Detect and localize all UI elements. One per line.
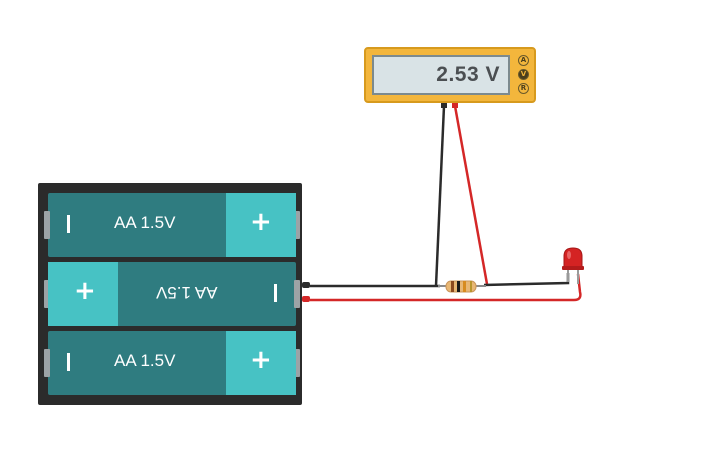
multimeter-v-port[interactable] <box>452 100 458 108</box>
cell-2-end-nub <box>44 280 50 308</box>
battery-cell-1[interactable]: AA 1.5V + <box>44 193 300 257</box>
cell-2-positive-mark: + <box>74 276 96 306</box>
multimeter-com-port[interactable] <box>441 100 447 108</box>
resistor-icon[interactable] <box>438 280 486 293</box>
mode-voltmeter-button[interactable]: V <box>518 69 529 80</box>
battery-cell-2[interactable]: + AA 1.5V <box>44 262 300 326</box>
cell-1-end-nub-right <box>294 211 300 239</box>
cell-1-label: AA 1.5V <box>114 213 176 232</box>
mode-label-v: V <box>520 70 527 78</box>
cell-1-negative-mark <box>67 215 70 233</box>
black-wire-resistor-led[interactable] <box>483 273 570 287</box>
cell-2-label-wrap: AA 1.5V <box>156 282 217 302</box>
red-wire-battery-led[interactable] <box>310 273 582 302</box>
battery-cell-3[interactable]: AA 1.5V + <box>44 331 300 395</box>
cell-3-label: AA 1.5V <box>114 351 176 370</box>
cell-2-positive-cap: + <box>48 262 118 326</box>
cell-3-positive-mark: + <box>250 345 272 375</box>
multimeter[interactable]: 2.53 V A V R <box>364 47 536 103</box>
battery-pack[interactable]: AA 1.5V + + AA 1.5V AA 1.5V + <box>38 183 302 405</box>
cell-2-end-nub-right <box>294 280 300 308</box>
cell-2-negative-mark <box>274 284 277 302</box>
cell-3-end-nub <box>44 349 50 377</box>
multimeter-display: 2.53 V <box>372 55 510 95</box>
cell-2-label: AA 1.5V <box>156 283 218 302</box>
mode-ohmmeter-button[interactable]: R <box>518 83 529 94</box>
multimeter-reading: 2.53 V <box>436 63 500 86</box>
black-probe-wire[interactable] <box>434 105 446 287</box>
cell-1-end-nub <box>44 211 50 239</box>
red-probe-wire[interactable] <box>453 105 489 285</box>
battery-negative-terminal[interactable] <box>302 282 310 288</box>
cell-1-positive-cap: + <box>226 193 296 257</box>
cell-1-positive-mark: + <box>250 207 272 237</box>
cell-3-positive-cap: + <box>226 331 296 395</box>
battery-positive-terminal[interactable] <box>302 296 310 302</box>
mode-label-r: R <box>520 84 527 92</box>
cell-3-end-nub-right <box>294 349 300 377</box>
red-led-icon[interactable] <box>562 247 584 284</box>
cell-3-negative-mark <box>67 353 70 371</box>
mode-ammeter-button[interactable]: A <box>518 55 529 66</box>
mode-label-a: A <box>520 56 527 64</box>
